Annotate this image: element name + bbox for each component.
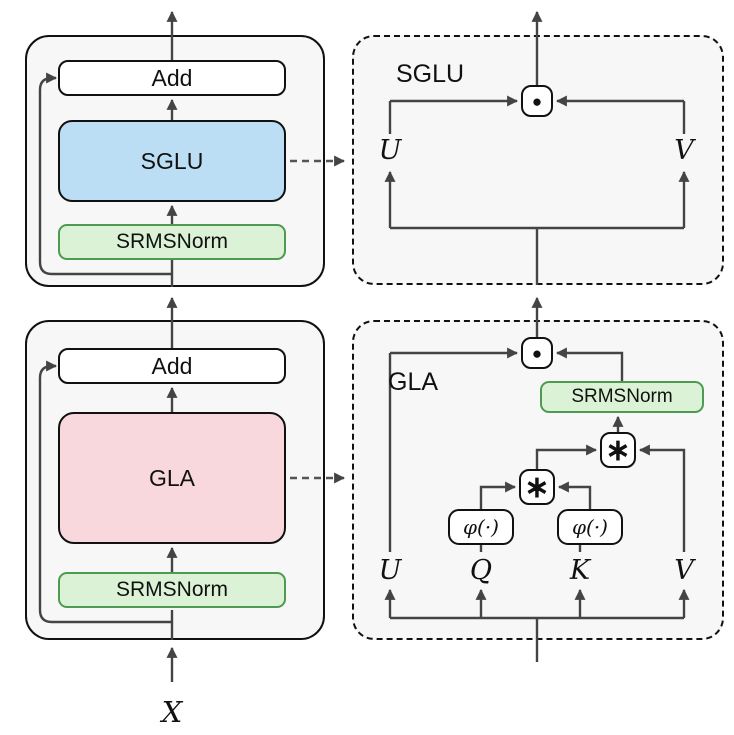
phi-feature-map-box-k: φ(·) (557, 509, 623, 545)
sglu-detail-title: SGLU (396, 60, 465, 88)
sglu-input-v: V (674, 134, 694, 166)
input-label-x: X (161, 695, 183, 729)
gla-input-u: U (378, 554, 402, 586)
sglu-box: SGLU (58, 120, 286, 202)
matmul-operator-icon: ∗ (519, 469, 555, 505)
dot-glyph: ● (531, 343, 543, 363)
gla-box: GLA (58, 412, 286, 544)
gla-input-q: Q (469, 554, 493, 586)
phi-feature-map-box-q: φ(·) (448, 509, 514, 545)
sglu-input-u: U (378, 134, 402, 166)
gla-detail-title: GLA (388, 368, 439, 396)
add-box-bottom: Add (58, 348, 286, 384)
matmul-operator-icon: ∗ (600, 432, 636, 468)
elementwise-product-icon: ● (521, 337, 553, 369)
asterisk-glyph: ∗ (605, 434, 631, 467)
add-box-top: Add (58, 60, 286, 96)
elementwise-product-icon: ● (521, 85, 553, 117)
dot-glyph: ● (531, 91, 543, 111)
gla-input-v: V (674, 554, 694, 586)
residual-skip-top (38, 72, 172, 276)
srmsnorm-box-top: SRMSNorm (58, 224, 286, 260)
srmsnorm-detail-box: SRMSNorm (540, 381, 704, 413)
srmsnorm-box-bottom: SRMSNorm (58, 572, 286, 608)
gla-input-k: K (569, 554, 591, 586)
residual-skip-bottom (38, 360, 172, 624)
asterisk-glyph: ∗ (524, 471, 550, 504)
